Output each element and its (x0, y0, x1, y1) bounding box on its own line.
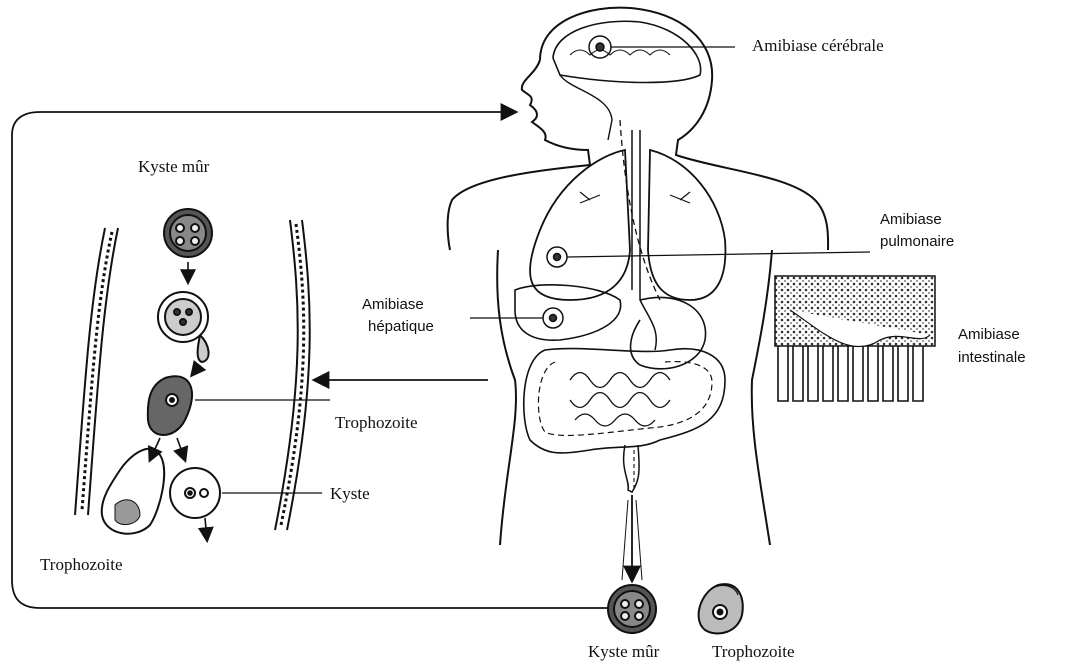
excreted-forms (608, 584, 743, 633)
intestinal-tissue-block (775, 276, 935, 401)
label-kyste-mur-bottom: Kyste mûr (588, 643, 659, 662)
label-kyste: Kyste (330, 485, 370, 504)
label-trophozoite-mid: Trophozoite (335, 414, 418, 433)
label-amibiase-intestinale-1: Amibiase (958, 327, 1020, 344)
human-body-outline (448, 8, 828, 545)
label-amibiase-hepatique-1: Amibiase (362, 297, 424, 314)
label-amibiase-hepatique-2: hépatique (368, 319, 434, 336)
label-trophozoite-bottom: Trophozoite (712, 643, 795, 662)
cycle-arrows (12, 112, 642, 608)
label-amibiase-intestinale-2: intestinale (958, 350, 1026, 367)
label-amibiase-pulmonaire-1: Amibiase (880, 212, 942, 229)
label-pointer-lines (195, 47, 870, 493)
label-trophozoite-left: Trophozoite (40, 556, 123, 575)
label-kyste-mur-top: Kyste mûr (138, 158, 209, 177)
parasite-stages (102, 209, 220, 534)
label-amibiase-pulmonaire-2: pulmonaire (880, 234, 954, 251)
label-amibiase-cerebrale: Amibiase cérébrale (752, 37, 884, 56)
